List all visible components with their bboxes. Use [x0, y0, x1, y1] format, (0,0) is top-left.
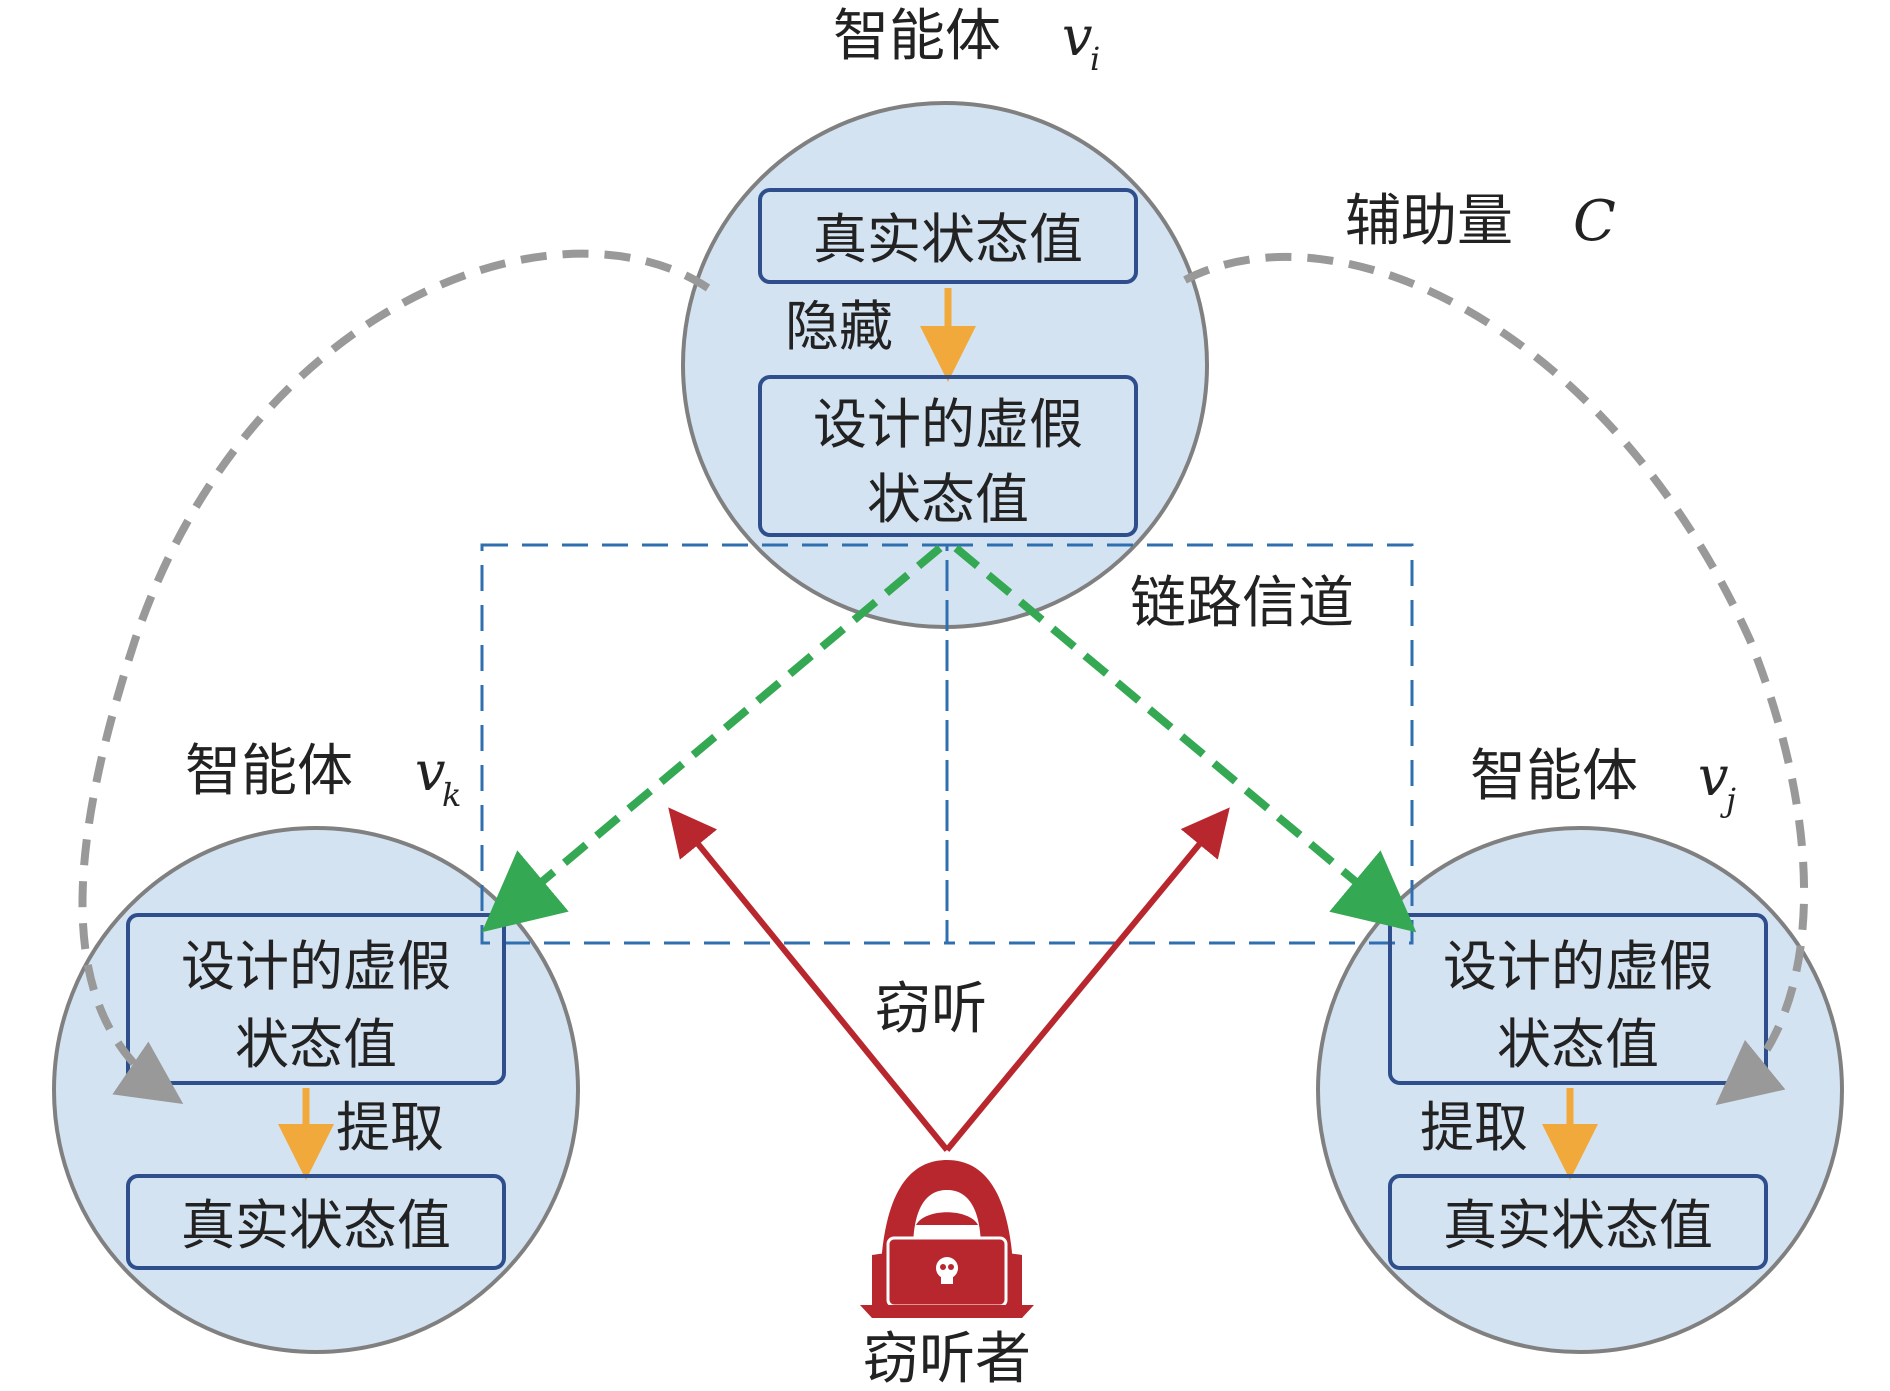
agent-i-name: 智能体 — [833, 4, 1001, 69]
agent-k-true-state-box — [126, 1174, 506, 1270]
agent-k-var: v — [415, 740, 446, 803]
agent-j-fake-state-line2: 状态值 — [1497, 1013, 1659, 1076]
auxiliary-label: 辅助量 — [1345, 189, 1513, 254]
agent-j-fake-state-box — [1388, 913, 1768, 1085]
eavesdrop-label: 窃听 — [875, 977, 987, 1042]
agent-j-true-state: 真实状态值 — [1443, 1194, 1713, 1257]
eavesdropper-label: 窃听者 — [863, 1327, 1031, 1391]
agent-j-name: 智能体 — [1470, 744, 1638, 809]
agent-j-fake-state-line1: 设计的虚假 — [1443, 935, 1713, 998]
agent-i-true-state: 真实状态值 — [813, 208, 1083, 271]
link-channel-right-box — [945, 543, 1414, 945]
agent-k-fake-state-box — [126, 913, 506, 1085]
agent-k-name: 智能体 — [185, 739, 353, 804]
extract-label-j: 提取 — [1420, 1096, 1528, 1159]
agent-i-fake-state-line1: 设计的虚假 — [813, 393, 1083, 456]
hide-label: 隐藏 — [785, 295, 893, 358]
auxiliary-var: C — [1573, 189, 1616, 254]
agent-k-fake-state-line1: 设计的虚假 — [181, 935, 451, 998]
agent-j-var: v — [1698, 745, 1729, 808]
eavesdrop-arrow-right — [944, 807, 1230, 1152]
agent-i-sub: i — [1090, 40, 1100, 78]
agent-i-var: v — [1062, 5, 1093, 68]
eavesdrop-arrow-left — [668, 807, 950, 1152]
auxiliary-arc-left — [78, 249, 711, 1105]
agent-k-sub: k — [442, 776, 461, 814]
agent-k-circle — [52, 826, 580, 1354]
agent-j-true-state-box — [1388, 1174, 1768, 1270]
agent-k-true-state: 真实状态值 — [181, 1194, 451, 1257]
agent-i-fake-state-line2: 状态值 — [867, 468, 1029, 531]
hacker-icon — [860, 1160, 1034, 1318]
transmit-arrow-to-j — [953, 544, 1417, 933]
agent-i-true-state-box — [758, 188, 1138, 284]
agent-k-fake-state-line2: 状态值 — [235, 1013, 397, 1076]
agent-i-fake-state-box — [758, 375, 1138, 537]
link-channel-label: 链路信道 — [1130, 571, 1354, 636]
agent-j-circle — [1316, 826, 1844, 1354]
extract-label-k: 提取 — [336, 1096, 444, 1159]
transmit-arrow-to-k — [481, 544, 943, 933]
